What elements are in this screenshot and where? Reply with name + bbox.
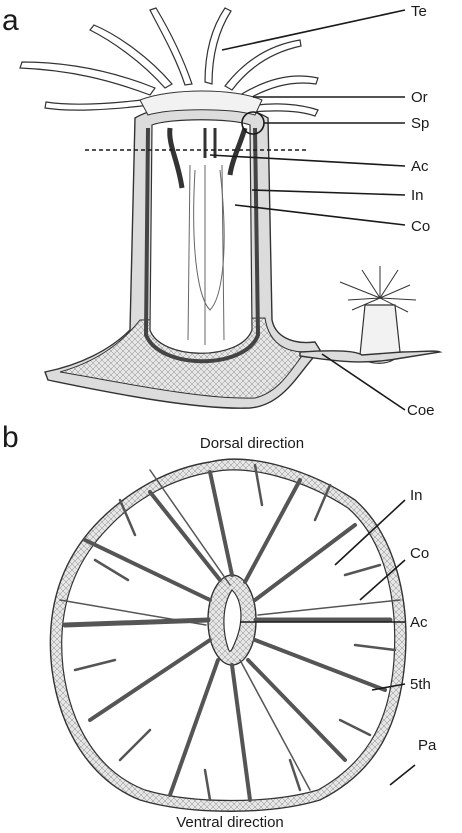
label-te: Te [411, 3, 427, 20]
actinopharynx-lumen [223, 589, 242, 652]
label-ac-b: Ac [410, 614, 428, 631]
label-pa: Pa [418, 737, 437, 754]
label-in-b: In [410, 487, 423, 504]
panel-a-letter: a [2, 4, 19, 37]
label-co-b: Co [410, 545, 429, 562]
ventral-direction-label: Ventral direction [176, 814, 284, 831]
label-or: Or [411, 89, 428, 106]
oral-disc [139, 90, 263, 116]
gastric-cavity [149, 119, 253, 354]
dorsal-direction-label: Dorsal direction [200, 435, 304, 452]
panel-b-letter: b [2, 421, 19, 454]
label-5th: 5th [410, 676, 431, 693]
panel-a: a [2, 3, 443, 419]
side-polyp [299, 266, 443, 364]
label-coe: Coe [407, 402, 435, 419]
tentacles [19, 7, 319, 117]
label-ac: Ac [411, 158, 429, 175]
mesenteries [59, 463, 401, 802]
label-co: Co [411, 218, 430, 235]
label-sp: Sp [411, 115, 429, 132]
panel-b: b Dorsal direction Ventral direction [2, 421, 437, 831]
label-in: In [411, 187, 424, 204]
